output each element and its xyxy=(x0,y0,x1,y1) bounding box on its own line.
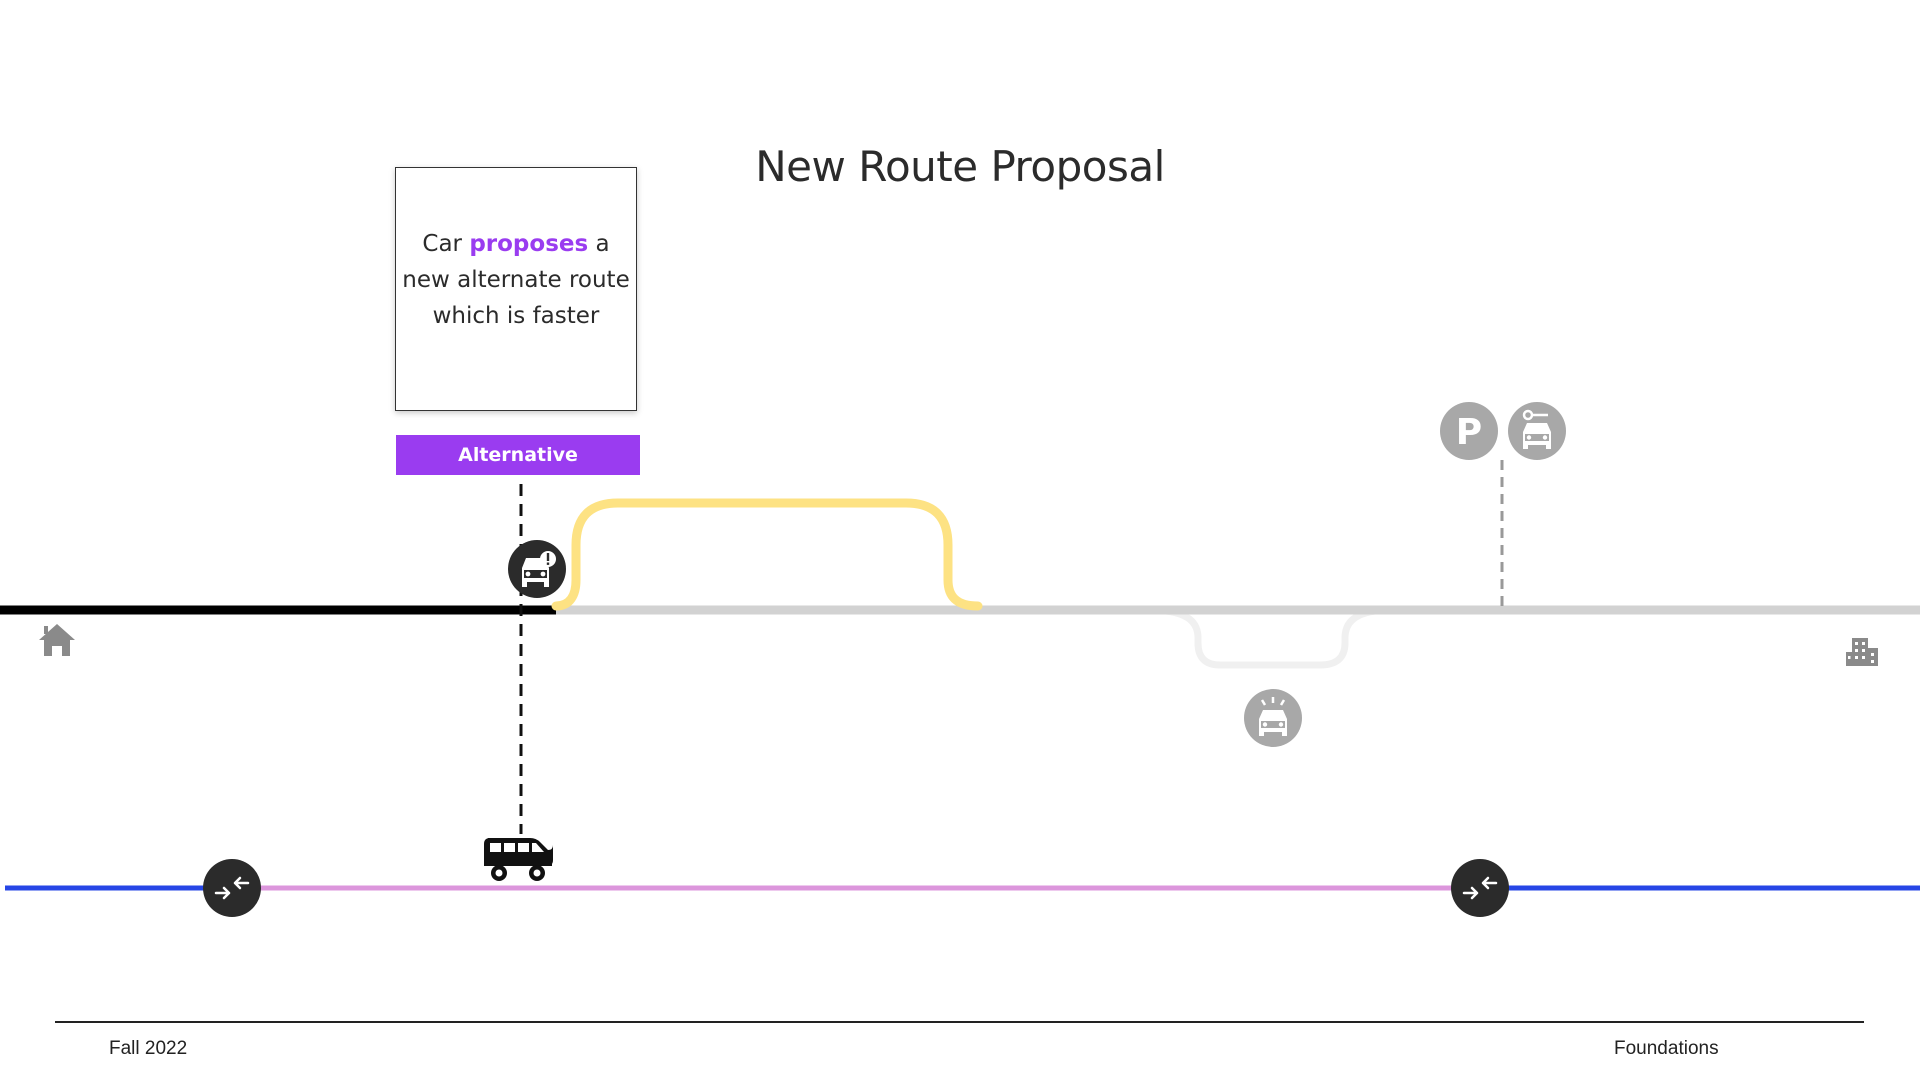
footer-date: Fall 2022 xyxy=(109,1038,188,1059)
proposal-card: Car proposes a new alternate route which… xyxy=(395,167,637,411)
car-ready-icon[interactable] xyxy=(1244,689,1302,747)
transfer-icon[interactable] xyxy=(203,859,261,917)
page-title: New Route Proposal xyxy=(755,142,1165,191)
svg-text:P: P xyxy=(1456,412,1482,453)
car-key-icon[interactable] xyxy=(1508,402,1566,460)
car-alert-icon[interactable] xyxy=(508,540,566,598)
alternative-route[interactable] xyxy=(551,498,983,611)
proposal-highlight: proposes xyxy=(469,231,589,257)
parking-icon[interactable]: P xyxy=(1440,402,1498,460)
home-icon xyxy=(39,624,75,656)
proposal-text: Car proposes a new alternate route which… xyxy=(400,226,632,334)
alternative-button[interactable]: Alternative xyxy=(396,435,640,475)
building-icon xyxy=(1846,638,1878,666)
proposal-text-rest: a new alternate route which is faster xyxy=(402,231,630,329)
secondary-detour-route xyxy=(1144,606,1396,669)
van-icon[interactable] xyxy=(484,838,553,881)
footer-section: Foundations xyxy=(1614,1038,1719,1059)
proposal-text-lead: Car xyxy=(422,231,470,257)
transfer-icon[interactable] xyxy=(1451,859,1509,917)
